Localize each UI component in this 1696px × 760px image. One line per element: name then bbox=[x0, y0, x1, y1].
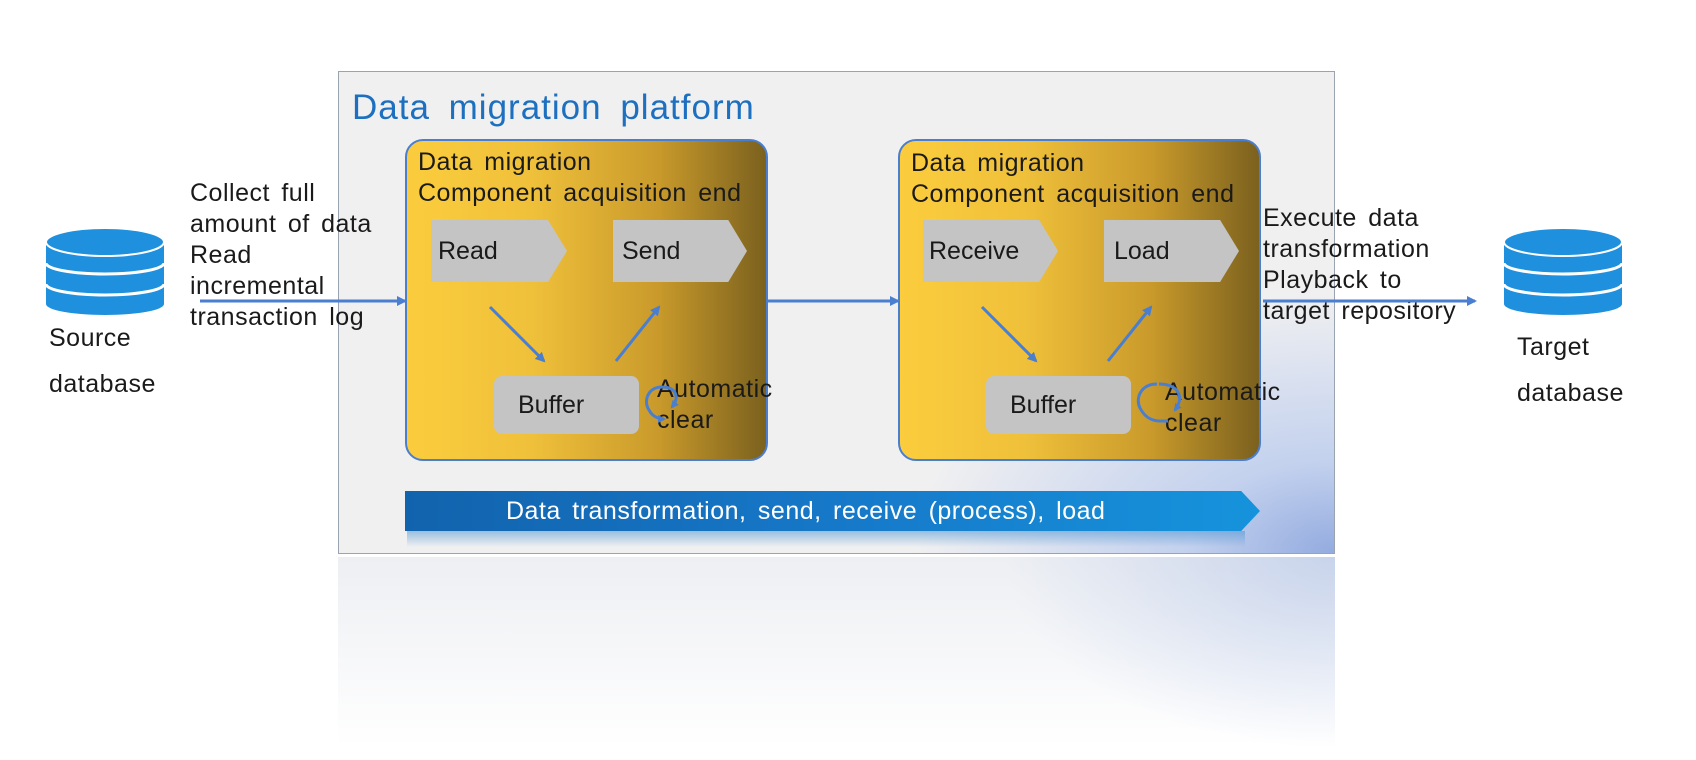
playback-note-2: transformation bbox=[1263, 235, 1430, 263]
source-database-icon bbox=[44, 227, 166, 315]
arrow-buffer-to-load bbox=[1106, 305, 1153, 362]
source-db-label-2: database bbox=[49, 370, 156, 398]
collect-note-1: Collect full bbox=[190, 179, 316, 207]
collect-note-3: Read bbox=[190, 241, 252, 269]
auto-clear-right-2: clear bbox=[1165, 409, 1222, 437]
target-db-label-1: Target bbox=[1517, 333, 1590, 361]
source-db-label-1: Source bbox=[49, 324, 132, 352]
buffer-box-right: Buffer bbox=[986, 376, 1131, 434]
target-db-label-2: database bbox=[1517, 379, 1624, 407]
platform-reflection bbox=[338, 557, 1335, 747]
auto-clear-right-1: Automatic bbox=[1165, 378, 1281, 406]
loop-icon-right bbox=[1136, 382, 1182, 423]
component-right-title-1: Data migration bbox=[911, 149, 1085, 177]
process-banner-label: Data transformation, send, receive (proc… bbox=[405, 491, 1260, 531]
process-banner-shadow bbox=[407, 531, 1245, 547]
playback-note-3: Playback to bbox=[1263, 266, 1402, 294]
buffer-box-left: Buffer bbox=[494, 376, 639, 434]
playback-note-1: Execute data bbox=[1263, 204, 1419, 232]
loop-icon-left bbox=[645, 385, 679, 423]
collect-note-5: transaction log bbox=[190, 303, 365, 331]
send-step: Send bbox=[613, 220, 747, 282]
auto-clear-left-2: clear bbox=[657, 406, 714, 434]
collect-note-4: incremental bbox=[190, 272, 325, 300]
component-left-title-1: Data migration bbox=[418, 148, 592, 176]
arrow-receive-to-buffer bbox=[980, 305, 1038, 363]
arrow-buffer-to-send bbox=[614, 305, 661, 362]
component-right-title-2: Component acquisition end bbox=[911, 180, 1235, 208]
target-database-icon bbox=[1502, 227, 1624, 315]
process-banner-text: Data transformation, send, receive (proc… bbox=[506, 497, 1106, 525]
collect-note-2: amount of data bbox=[190, 210, 372, 238]
platform-title: Data migration platform bbox=[352, 88, 755, 127]
read-step: Read bbox=[431, 220, 567, 282]
component-left-title-2: Component acquisition end bbox=[418, 179, 742, 207]
receive-step: Receive bbox=[923, 220, 1058, 282]
arrow-read-to-buffer bbox=[488, 305, 546, 363]
process-banner bbox=[405, 491, 1260, 531]
load-step: Load bbox=[1104, 220, 1239, 282]
